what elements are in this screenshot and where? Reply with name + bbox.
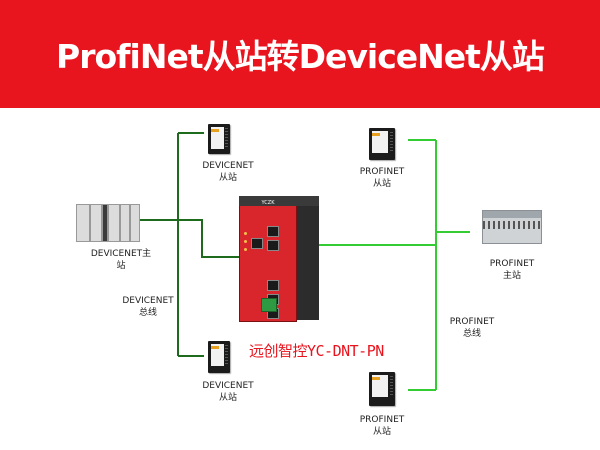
gateway-brand-text: YCZK: [261, 200, 275, 206]
title-banner: ProfiNet从站转DeviceNet从站: [0, 0, 600, 108]
profinet-slave-bottom-label: PROFINET 从站: [359, 415, 405, 437]
profinet-plc-icon: [482, 210, 542, 244]
ethernet-port-icon: [251, 238, 263, 249]
banner-title: ProfiNet从站转DeviceNet从站: [56, 37, 545, 76]
profinet-slave-module-icon: [369, 128, 395, 160]
ethernet-port-icon: [267, 280, 279, 291]
devicenet-slave-module-icon: [208, 124, 230, 154]
devicenet-terminal-icon: [261, 298, 277, 312]
ethernet-port-icon: [267, 240, 279, 251]
profinet-slave-top-label: PROFINET 从站: [359, 167, 405, 189]
devicenet-gateway-link: [178, 219, 241, 258]
ethernet-port-icon: [267, 226, 279, 237]
gateway-label: 远创智控YC-DNT-PN: [249, 342, 384, 360]
profinet-master-label: PROFINET 主站: [489, 259, 535, 281]
profinet-slave-module-icon: [369, 372, 395, 406]
plc-rack-icon: [76, 204, 140, 242]
devicenet-wires: [140, 132, 241, 357]
devicenet-master-label: DEVICENET主 站: [90, 249, 152, 271]
devicenet-slave-module-icon: [208, 341, 230, 373]
devicenet-slave-bottom-label: DEVICENET 从站: [202, 381, 254, 403]
devicenet-bus-label: DEVICENET 总线: [122, 296, 174, 318]
devicenet-slave-top-label: DEVICENET 从站: [202, 161, 254, 183]
profinet-wires: [319, 139, 470, 391]
profinet-bus-label: PROFINET 总线: [449, 317, 495, 339]
